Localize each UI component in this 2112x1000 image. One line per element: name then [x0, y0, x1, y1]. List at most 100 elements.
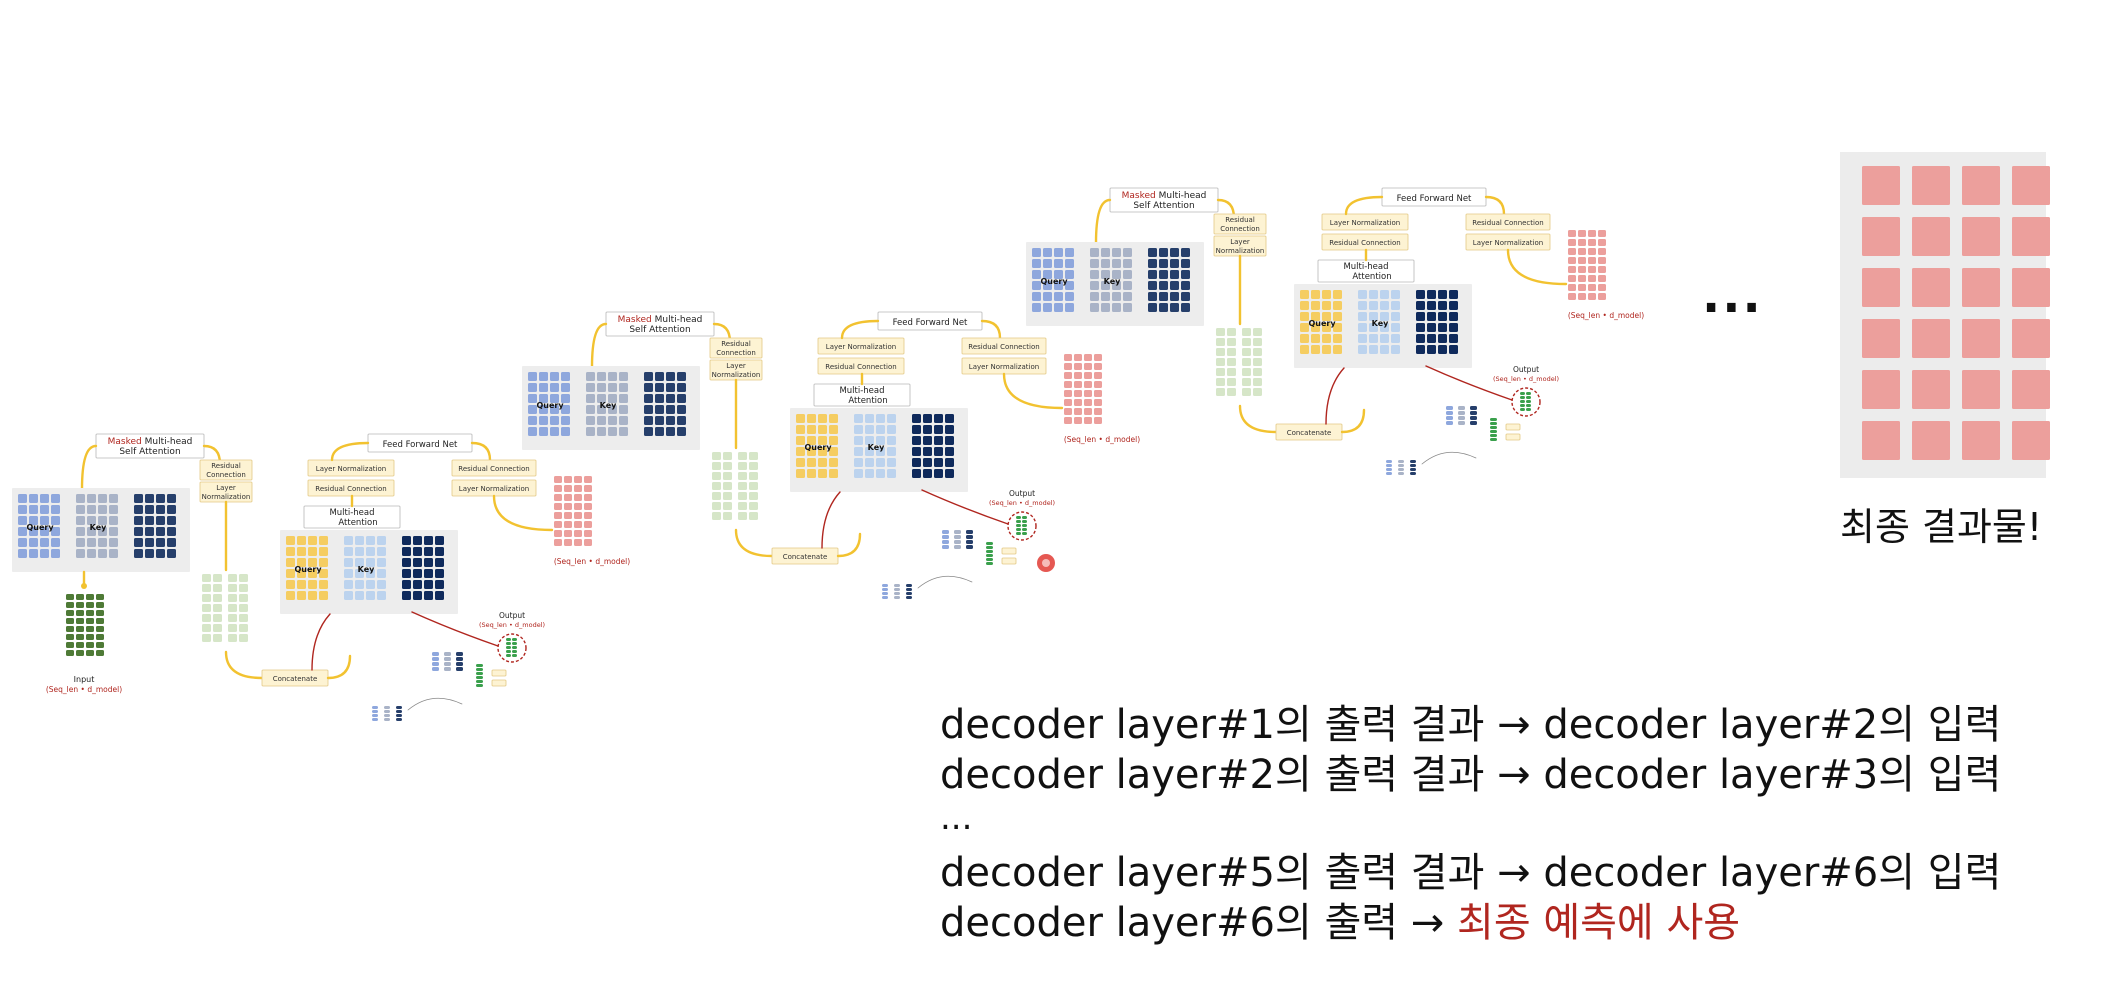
- matrix-cell: [561, 372, 570, 381]
- matrix-cell: [1526, 400, 1531, 403]
- concat-matrix-b: [1242, 328, 1262, 396]
- matrix-cell: [749, 452, 758, 460]
- matrix-cell: [666, 416, 675, 425]
- matrix-cell: [945, 469, 954, 478]
- matrix-cell: [1438, 323, 1447, 332]
- matrix-cell: [1065, 292, 1074, 301]
- matrix-cell: [239, 634, 248, 642]
- query-matrix: [18, 494, 60, 558]
- matrix-cell: [1065, 259, 1074, 268]
- layer-norm-label: Layer Normalization: [969, 363, 1039, 371]
- mini-k: [444, 652, 451, 671]
- matrix-cell: [1912, 166, 1950, 205]
- caption-line-1: decoder layer#1의 출력 결과 → decoder layer#2…: [940, 700, 2001, 750]
- matrix-cell: [1568, 293, 1576, 300]
- matrix-cell: [319, 591, 328, 600]
- matrix-cell: [882, 596, 888, 599]
- matrix-cell: [96, 618, 104, 624]
- matrix-cell: [512, 654, 517, 657]
- matrix-cell: [887, 469, 896, 478]
- matrix-cell: [213, 574, 222, 582]
- matrix-cell: [712, 482, 721, 490]
- feed-forward-label: Feed Forward Net: [1397, 194, 1472, 204]
- matrix-cell: [1227, 358, 1236, 366]
- matrix-cell: [1333, 334, 1342, 343]
- matrix-cell: [145, 538, 154, 547]
- matrix-cell: [18, 538, 27, 547]
- key-matrix: [586, 372, 628, 436]
- matrix-cell: [1101, 303, 1110, 312]
- matrix-cell: [202, 634, 211, 642]
- matrix-cell: [597, 394, 606, 403]
- matrix-cell: [1438, 345, 1447, 354]
- matrix-cell: [749, 482, 758, 490]
- mini-box: [1001, 547, 1017, 555]
- matrix-cell: [76, 494, 85, 503]
- matrix-cell: [865, 436, 874, 445]
- matrix-cell: [1446, 406, 1453, 410]
- self-attention-label: Self Attention: [1133, 201, 1194, 211]
- matrix-cell: [29, 549, 38, 558]
- matrix-cell: [1520, 392, 1525, 395]
- layer-norm-box: [817, 337, 905, 355]
- matrix-cell: [934, 469, 943, 478]
- matrix-cell: [1386, 460, 1392, 463]
- matrix-cell: [608, 394, 617, 403]
- matrix-cell: [1410, 460, 1416, 463]
- matrix-cell: [366, 547, 375, 556]
- matrix-cell: [134, 494, 143, 503]
- matrix-cell: [308, 569, 317, 578]
- matrix-cell: [1101, 292, 1110, 301]
- attention-label: Attention: [338, 518, 377, 528]
- matrix-cell: [1333, 323, 1342, 332]
- input-dot: [81, 583, 87, 589]
- mini-q: [942, 530, 949, 549]
- matrix-cell: [1043, 303, 1052, 312]
- matrix-cell: [456, 657, 463, 661]
- matrix-cell: [1311, 312, 1320, 321]
- residual-label: Residual Connection: [1329, 239, 1400, 247]
- matrix-cell: [86, 602, 94, 608]
- matrix-cell: [1300, 301, 1309, 310]
- matrix-cell: [377, 580, 386, 589]
- caption-line-4: decoder layer#5의 출력 결과 → decoder layer#6…: [940, 848, 2001, 898]
- matrix-cell: [829, 425, 838, 434]
- matrix-cell: [887, 414, 896, 423]
- matrix-cell: [66, 602, 74, 608]
- matrix-cell: [424, 569, 433, 578]
- matrix-cell: [1568, 266, 1576, 273]
- matrix-cell: [854, 414, 863, 423]
- matrix-cell: [1253, 348, 1262, 356]
- matrix-cell: [655, 372, 664, 381]
- matrix-cell: [584, 539, 592, 546]
- matrix-cell: [1300, 345, 1309, 354]
- matrix-cell: [228, 594, 237, 602]
- matrix-cell: [40, 505, 49, 514]
- matrix-cell: [554, 476, 562, 483]
- matrix-cell: [923, 458, 932, 467]
- matrix-cell: [1862, 217, 1900, 256]
- mini-q: [1446, 406, 1453, 425]
- matrix-cell: [1216, 368, 1225, 376]
- residual-box: [709, 337, 763, 359]
- matrix-cell: [228, 584, 237, 592]
- matrix-cell: [564, 539, 572, 546]
- matrix-cell: [435, 569, 444, 578]
- matrix-cell: [1380, 345, 1389, 354]
- mini-q: [432, 652, 439, 671]
- matrix-cell: [1588, 275, 1596, 282]
- matrix-cell: [286, 580, 295, 589]
- matrix-cell: [584, 521, 592, 528]
- matrix-cell: [96, 634, 104, 640]
- ellipsis: ...: [1702, 268, 1763, 324]
- matrix-cell: [738, 452, 747, 460]
- matrix-cell: [435, 536, 444, 545]
- matrix-cell: [76, 618, 84, 624]
- matrix-cell: [564, 485, 572, 492]
- matrix-cell: [1170, 303, 1179, 312]
- matrix-cell: [564, 521, 572, 528]
- ffn-arrow: [330, 441, 370, 462]
- matrix-cell: [1043, 248, 1052, 257]
- matrix-cell: [1438, 301, 1447, 310]
- matrix-cell: [584, 512, 592, 519]
